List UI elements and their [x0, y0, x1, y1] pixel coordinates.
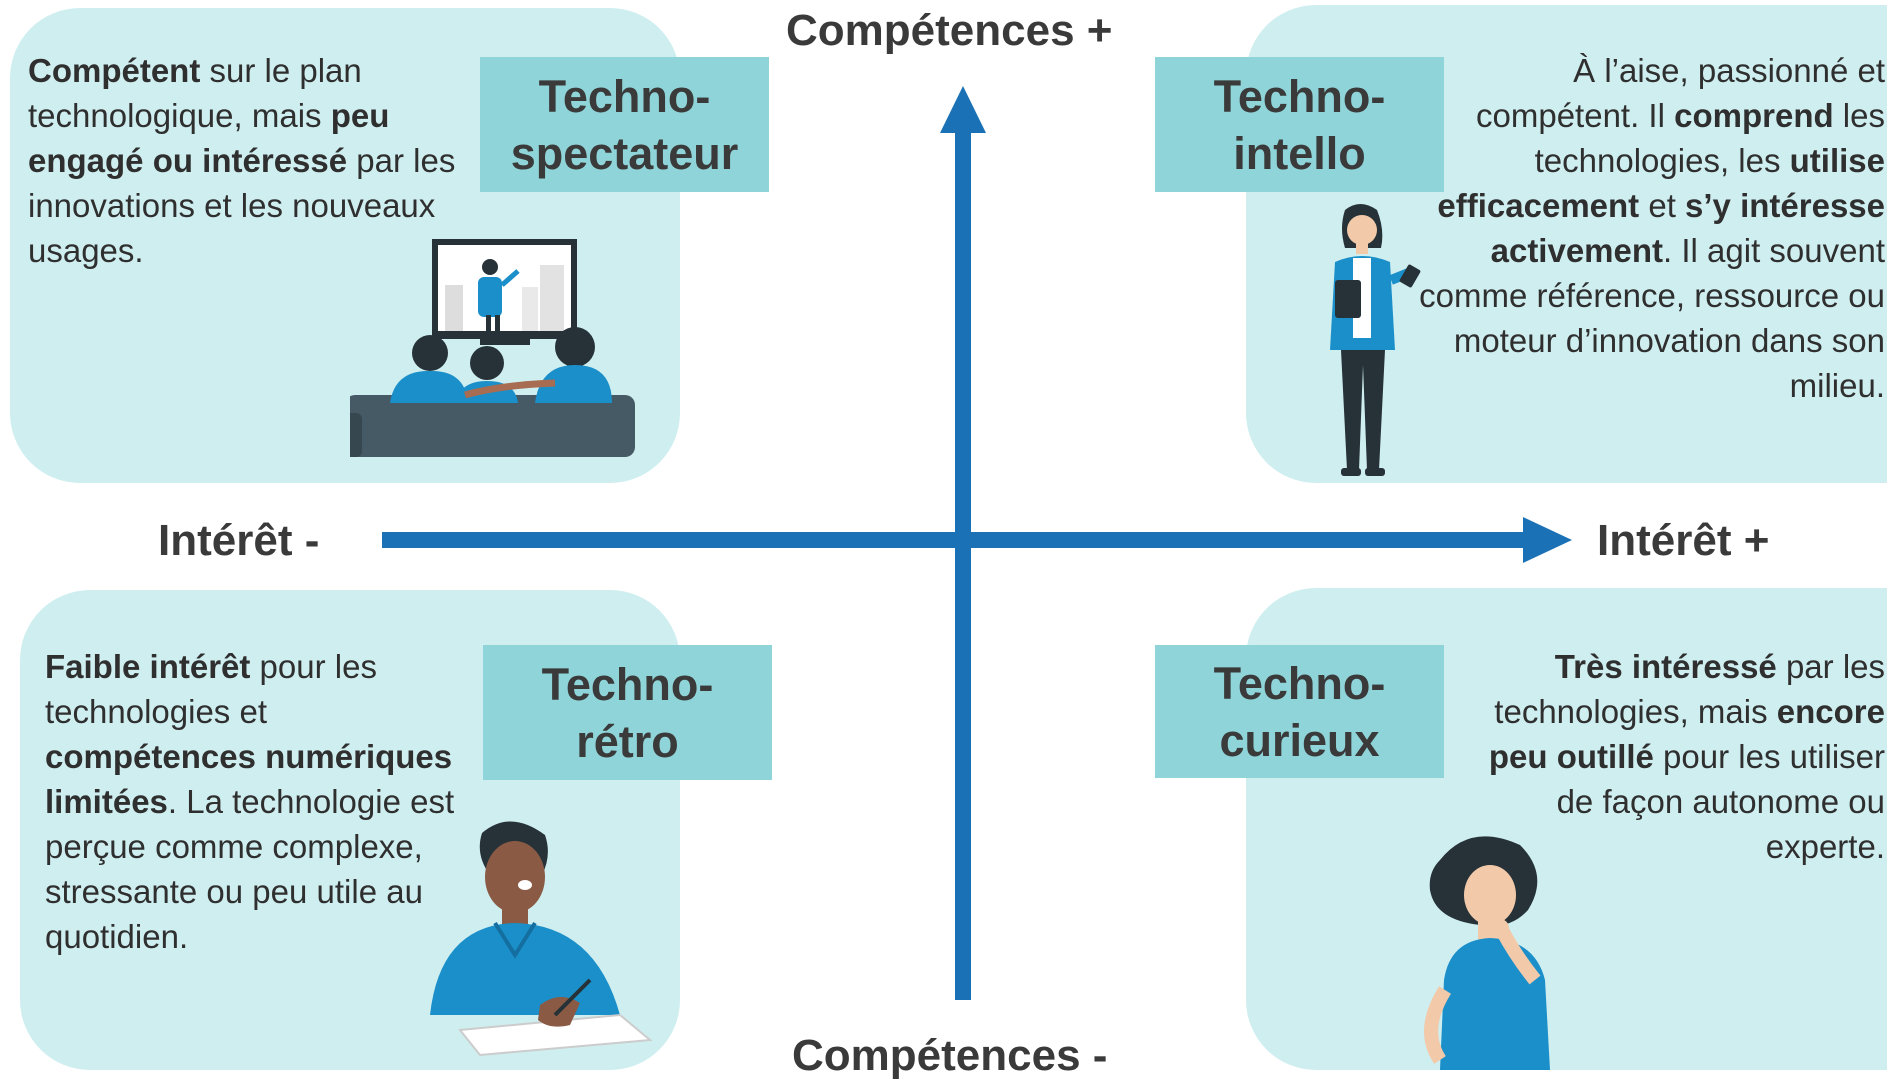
description-text: pour les utiliser de façon autonome ou e…: [1556, 738, 1885, 865]
axis-label-interet-plus: Intérêt +: [1597, 516, 1770, 565]
tag-techno-curieux: Techno- curieux: [1155, 645, 1444, 778]
description-emphasis: Faible intérêt: [45, 648, 251, 685]
description-emphasis: Compétent: [28, 52, 201, 89]
tag-line-1: Techno-: [541, 658, 714, 710]
tag-line-2: curieux: [1219, 714, 1380, 766]
description-text: par les innovations et les nouveaux usag…: [28, 142, 456, 269]
description-emphasis: comprend: [1674, 97, 1834, 134]
tag-line-2: rétro: [576, 715, 679, 767]
description-techno-retro: Faible intérêt pour les technologies et …: [45, 644, 465, 959]
description-emphasis: s’y intéresse activement: [1490, 187, 1885, 269]
description-text: pour les technologies et: [45, 648, 377, 730]
description-text: et: [1639, 187, 1686, 224]
tag-techno-retro: Techno- rétro: [483, 645, 772, 780]
vertical-axis-arrowhead: [940, 86, 986, 133]
description-text: À l’aise, passionné et compétent. Il: [1476, 52, 1885, 134]
description-text: par les technologies, mais: [1494, 648, 1885, 730]
description-techno-intello: À l’aise, passionné et compétent. Il com…: [1415, 48, 1885, 408]
horizontal-axis-arrowhead: [1523, 517, 1572, 563]
man-writing-illustration: [430, 821, 653, 1057]
curious-woman-illustration: [1424, 836, 1550, 1070]
tag-techno-spectateur: Techno- spectateur: [480, 57, 769, 192]
tag-line-2: spectateur: [510, 127, 739, 179]
description-emphasis: compétences numériques limitées: [45, 738, 453, 820]
description-text: les technologies, les: [1534, 97, 1885, 179]
description-text: sur le plan technologique, mais: [28, 52, 362, 134]
axis-label-competences-plus: Compétences +: [786, 6, 1113, 55]
description-emphasis: Très intéressé: [1554, 648, 1777, 685]
tv-watching-illustration: [350, 239, 635, 457]
axis-label-competences-minus: Compétences -: [792, 1031, 1108, 1080]
tag-line-1: Techno-: [538, 70, 711, 122]
description-emphasis: utilise efficacement: [1437, 142, 1885, 224]
description-text: . Il agit souvent comme référence, resso…: [1419, 232, 1885, 404]
tag-line-2: intello: [1233, 127, 1366, 179]
description-techno-spectateur: Compétent sur le plan technologique, mai…: [28, 48, 468, 273]
description-techno-curieux: Très intéressé par les technologies, mai…: [1465, 644, 1885, 869]
tag-techno-intello: Techno- intello: [1155, 57, 1444, 192]
woman-with-tablet-illustration: [1330, 204, 1421, 476]
tag-line-1: Techno-: [1213, 70, 1386, 122]
axis-label-interet-minus: Intérêt -: [158, 516, 320, 565]
description-emphasis: encore peu outillé: [1488, 693, 1885, 775]
description-emphasis: peu engagé ou intéressé: [28, 97, 390, 179]
tag-line-1: Techno-: [1213, 657, 1386, 709]
description-text: . La technologie est perçue comme comple…: [45, 783, 455, 955]
